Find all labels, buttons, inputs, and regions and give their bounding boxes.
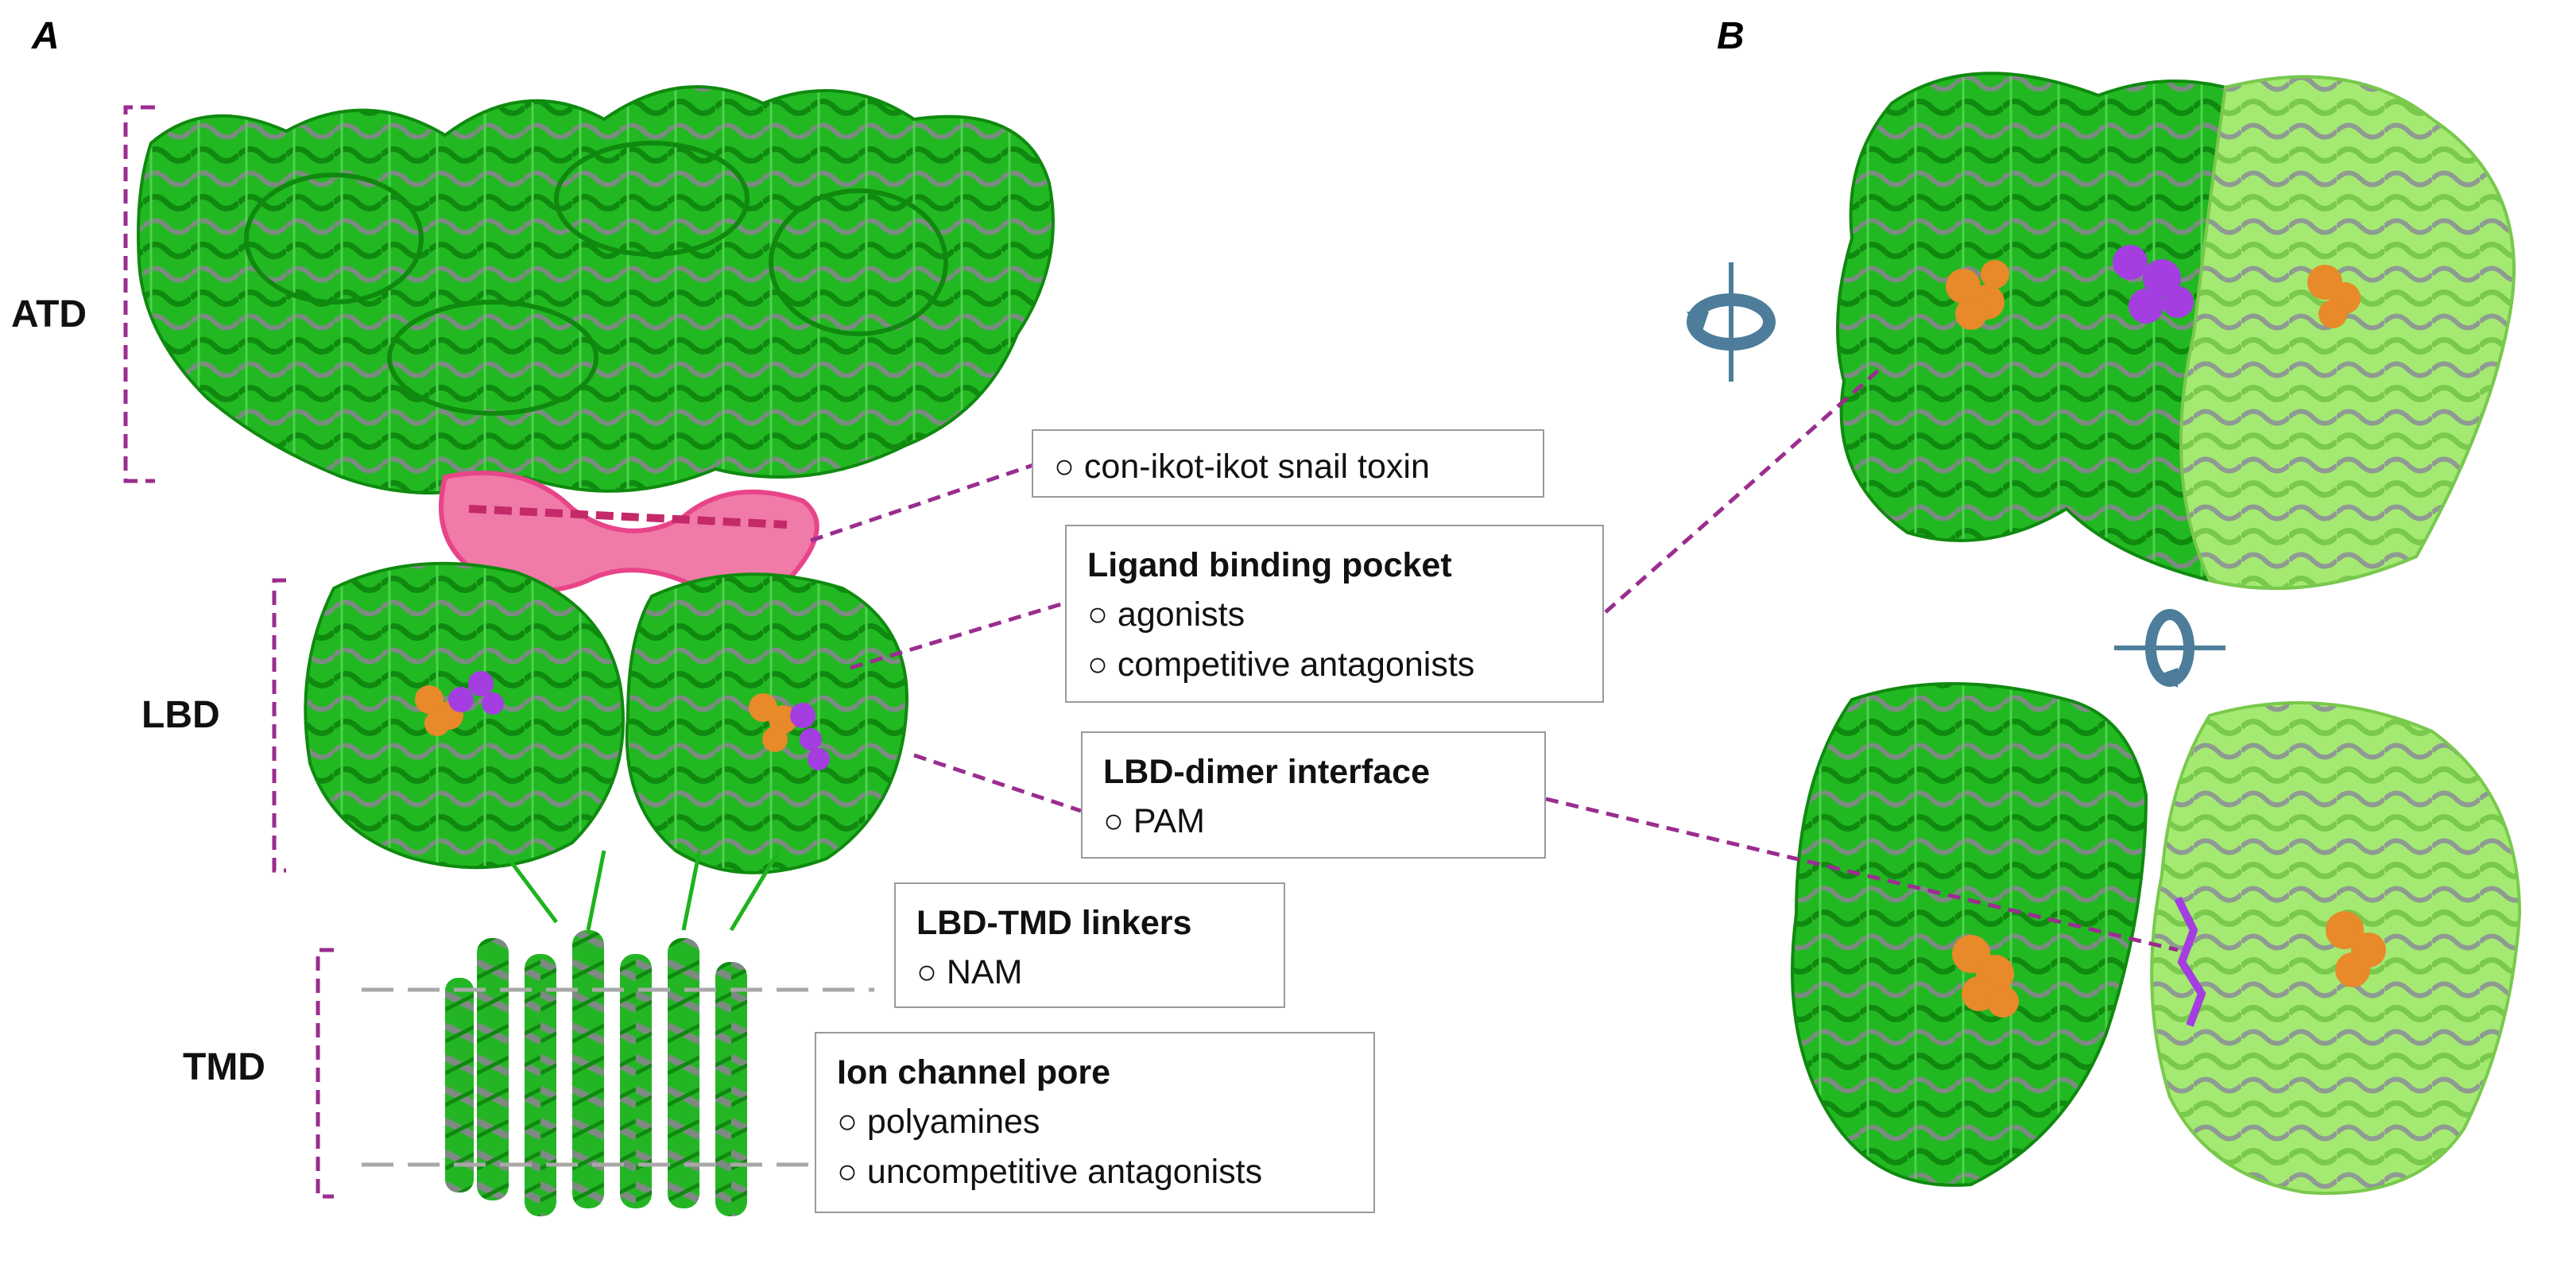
lbd-right-structure [625, 572, 908, 874]
pocket-leader [850, 602, 1062, 670]
ligand-pocket-title: Ligand binding pocket [1087, 546, 1452, 584]
ligand-pocket-item: competitive antagonists [1087, 640, 1582, 689]
toxin-item: con-ikot-ikot snail toxin [1054, 442, 1522, 491]
toxin-callout: con-ikot-ikot snail toxin [1032, 429, 1544, 498]
pocket-to-b-leader [1604, 364, 1885, 614]
tmd-bracket [316, 948, 334, 1199]
panel-a-letter: A [32, 15, 60, 57]
lbd-bracket [272, 578, 286, 873]
tmd-structure [445, 930, 747, 1216]
atd-structure [137, 85, 1055, 494]
linkers-title: LBD-TMD linkers [916, 904, 1192, 942]
toxin-structure [439, 471, 819, 600]
dimer-interface-title: LBD-dimer interface [1103, 753, 1430, 791]
dimer-interface-callout: LBD-dimer interface PAM [1081, 731, 1546, 859]
ligand-pocket-callout: Ligand binding pocket agonists competiti… [1065, 525, 1604, 703]
panel-b-top-structure [1836, 72, 2516, 590]
lbd-left-ligands [415, 671, 504, 736]
lbd-left-structure [304, 561, 625, 870]
lbd-right-ligands [749, 693, 830, 770]
lbd-label: LBD [141, 694, 220, 736]
toxin-leader [810, 463, 1034, 543]
panel-b-bottom-structure [1791, 682, 2522, 1195]
pore-callout: Ion channel pore polyamines uncompetitiv… [815, 1032, 1375, 1213]
pore-item: uncompetitive antagonists [837, 1147, 1353, 1196]
ligand-pocket-item: agonists [1087, 590, 1582, 639]
tmd-label: TMD [183, 1046, 265, 1088]
rotate-x-arrow-icon [2114, 609, 2225, 688]
pore-item: polyamines [837, 1097, 1353, 1146]
dimer-leader [913, 753, 1082, 813]
atd-label: ATD [11, 293, 87, 335]
rotate-y-arrow-icon [1687, 262, 1776, 382]
panel-b-letter: B [1717, 15, 1745, 57]
pore-title: Ion channel pore [837, 1053, 1111, 1092]
dimer-interface-item: PAM [1103, 797, 1524, 846]
linkers-item: NAM [916, 948, 1263, 997]
dimer-to-b-leader [1545, 797, 2179, 952]
linkers-callout: LBD-TMD linkers NAM [894, 882, 1285, 1008]
